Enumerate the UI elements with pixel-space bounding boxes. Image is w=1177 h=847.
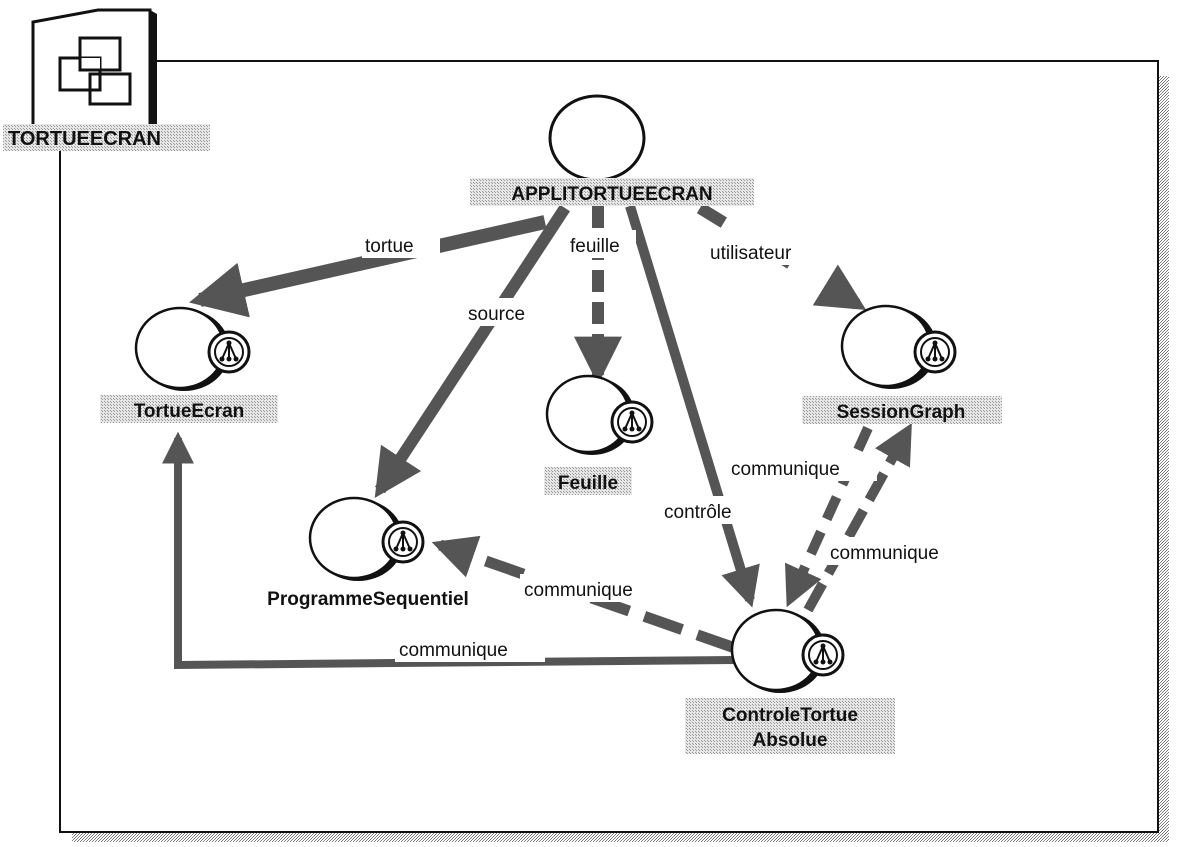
edge-label-source: source <box>468 304 525 325</box>
node-root[interactable]: APPLITORTUEECRAN <box>470 94 754 206</box>
edge-comm-controle-tortue[interactable] <box>162 431 736 670</box>
edge-label-tortue: tortue <box>365 236 414 257</box>
node-controle-tortue-label-bg <box>685 698 895 754</box>
edge-comm-controle-session[interactable] <box>803 423 913 613</box>
edge-label-utilisateur: utilisateur <box>710 243 792 264</box>
node-controle-tortue-label-line2: Absolue <box>753 730 828 751</box>
node-tortue-ecran-label-bg <box>100 395 278 423</box>
class-hierarchy-icon <box>381 520 425 564</box>
node-programme-sequentiel-label: ProgrammeSequentiel <box>267 589 469 610</box>
node-tortue-ecran-label: TortueEcran <box>134 401 245 422</box>
node-controle-tortue[interactable]: ControleTortue Absolue <box>685 608 895 754</box>
package-folder-icon[interactable] <box>31 8 157 146</box>
edge-label-controle: contrôle <box>664 502 732 523</box>
edge-label-comm-controle-programme: communique <box>524 580 633 601</box>
class-hierarchy-icon <box>913 330 957 374</box>
node-root-label-bg <box>470 178 754 206</box>
package-title-text: TORTUEECRAN <box>8 128 161 150</box>
node-root-circle <box>548 94 646 182</box>
edge-label-comm-session-controle: communique <box>731 459 840 480</box>
node-programme-sequentiel[interactable]: ProgrammeSequentiel <box>267 496 469 610</box>
edge-comm-controle-programme[interactable] <box>431 535 737 654</box>
class-hierarchy-icon <box>801 633 845 677</box>
edge-label-comm-controle-session: communique <box>830 543 939 564</box>
node-root-label: APPLITORTUEECRAN <box>511 184 712 205</box>
node-feuille[interactable]: Feuille <box>544 374 654 495</box>
node-feuille-label: Feuille <box>558 473 618 494</box>
package-title-bg <box>3 124 210 151</box>
package-title: TORTUEECRAN <box>3 124 210 151</box>
class-hierarchy-icon <box>610 400 654 444</box>
edge-label-comm-controle-tortue: communique <box>399 640 508 661</box>
edge-source[interactable] <box>374 204 571 499</box>
node-session-graph-label-bg <box>802 396 1002 424</box>
node-session-graph[interactable]: SessionGraph <box>802 304 1002 424</box>
node-session-graph-label: SessionGraph <box>837 402 966 423</box>
edge-comm-session-controle[interactable] <box>785 425 873 608</box>
edge-tortue[interactable] <box>189 215 547 318</box>
node-tortue-ecran[interactable]: TortueEcran <box>100 306 278 423</box>
edge-label-feuille: feuille <box>570 236 620 257</box>
edge-labels: tortue source feuille utilisateur contrô… <box>362 230 976 662</box>
class-hierarchy-icon <box>207 330 251 374</box>
node-feuille-label-bg <box>544 467 632 495</box>
edge-controle[interactable] <box>625 204 760 608</box>
node-controle-tortue-label-line1: ControleTortue <box>722 705 858 726</box>
